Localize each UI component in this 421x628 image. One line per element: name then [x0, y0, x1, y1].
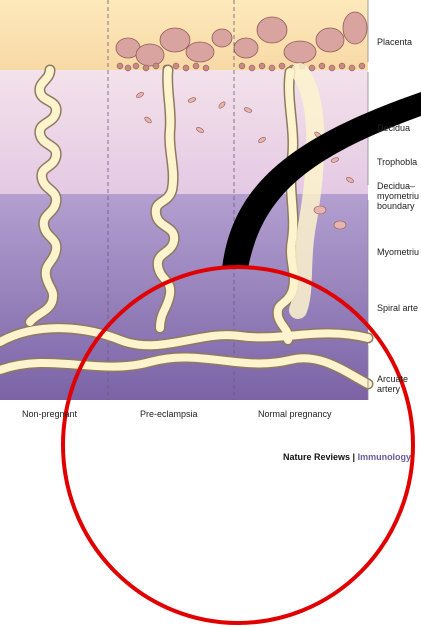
- journal-section: Immunology: [358, 452, 412, 462]
- journal-name: Nature Reviews: [283, 452, 350, 462]
- label-myometrium: Myometriu: [377, 247, 419, 257]
- label-decidua: Decidua: [377, 123, 410, 133]
- label-boundary-line-3: boundary: [377, 201, 415, 211]
- label-arcuate-line-1: Arcuate: [377, 374, 408, 384]
- label-spiral-artery: Spiral arte: [377, 303, 418, 313]
- column-label-non-pregnant: Non-pregnant: [22, 409, 77, 419]
- label-boundary-line-2: myometriu: [377, 191, 419, 201]
- credit-separator: |: [350, 452, 358, 462]
- journal-credit: Nature Reviews | Immunology: [283, 452, 411, 462]
- label-arcuate-line-2: artery: [377, 384, 400, 394]
- column-label-pre-eclampsia: Pre-eclampsia: [140, 409, 198, 419]
- column-label-normal-pregnancy: Normal pregnancy: [258, 409, 332, 419]
- label-placenta: Placenta: [377, 37, 412, 47]
- label-trophoblast: Trophobla: [377, 157, 417, 167]
- label-boundary-line-1: Decidua–: [377, 181, 415, 191]
